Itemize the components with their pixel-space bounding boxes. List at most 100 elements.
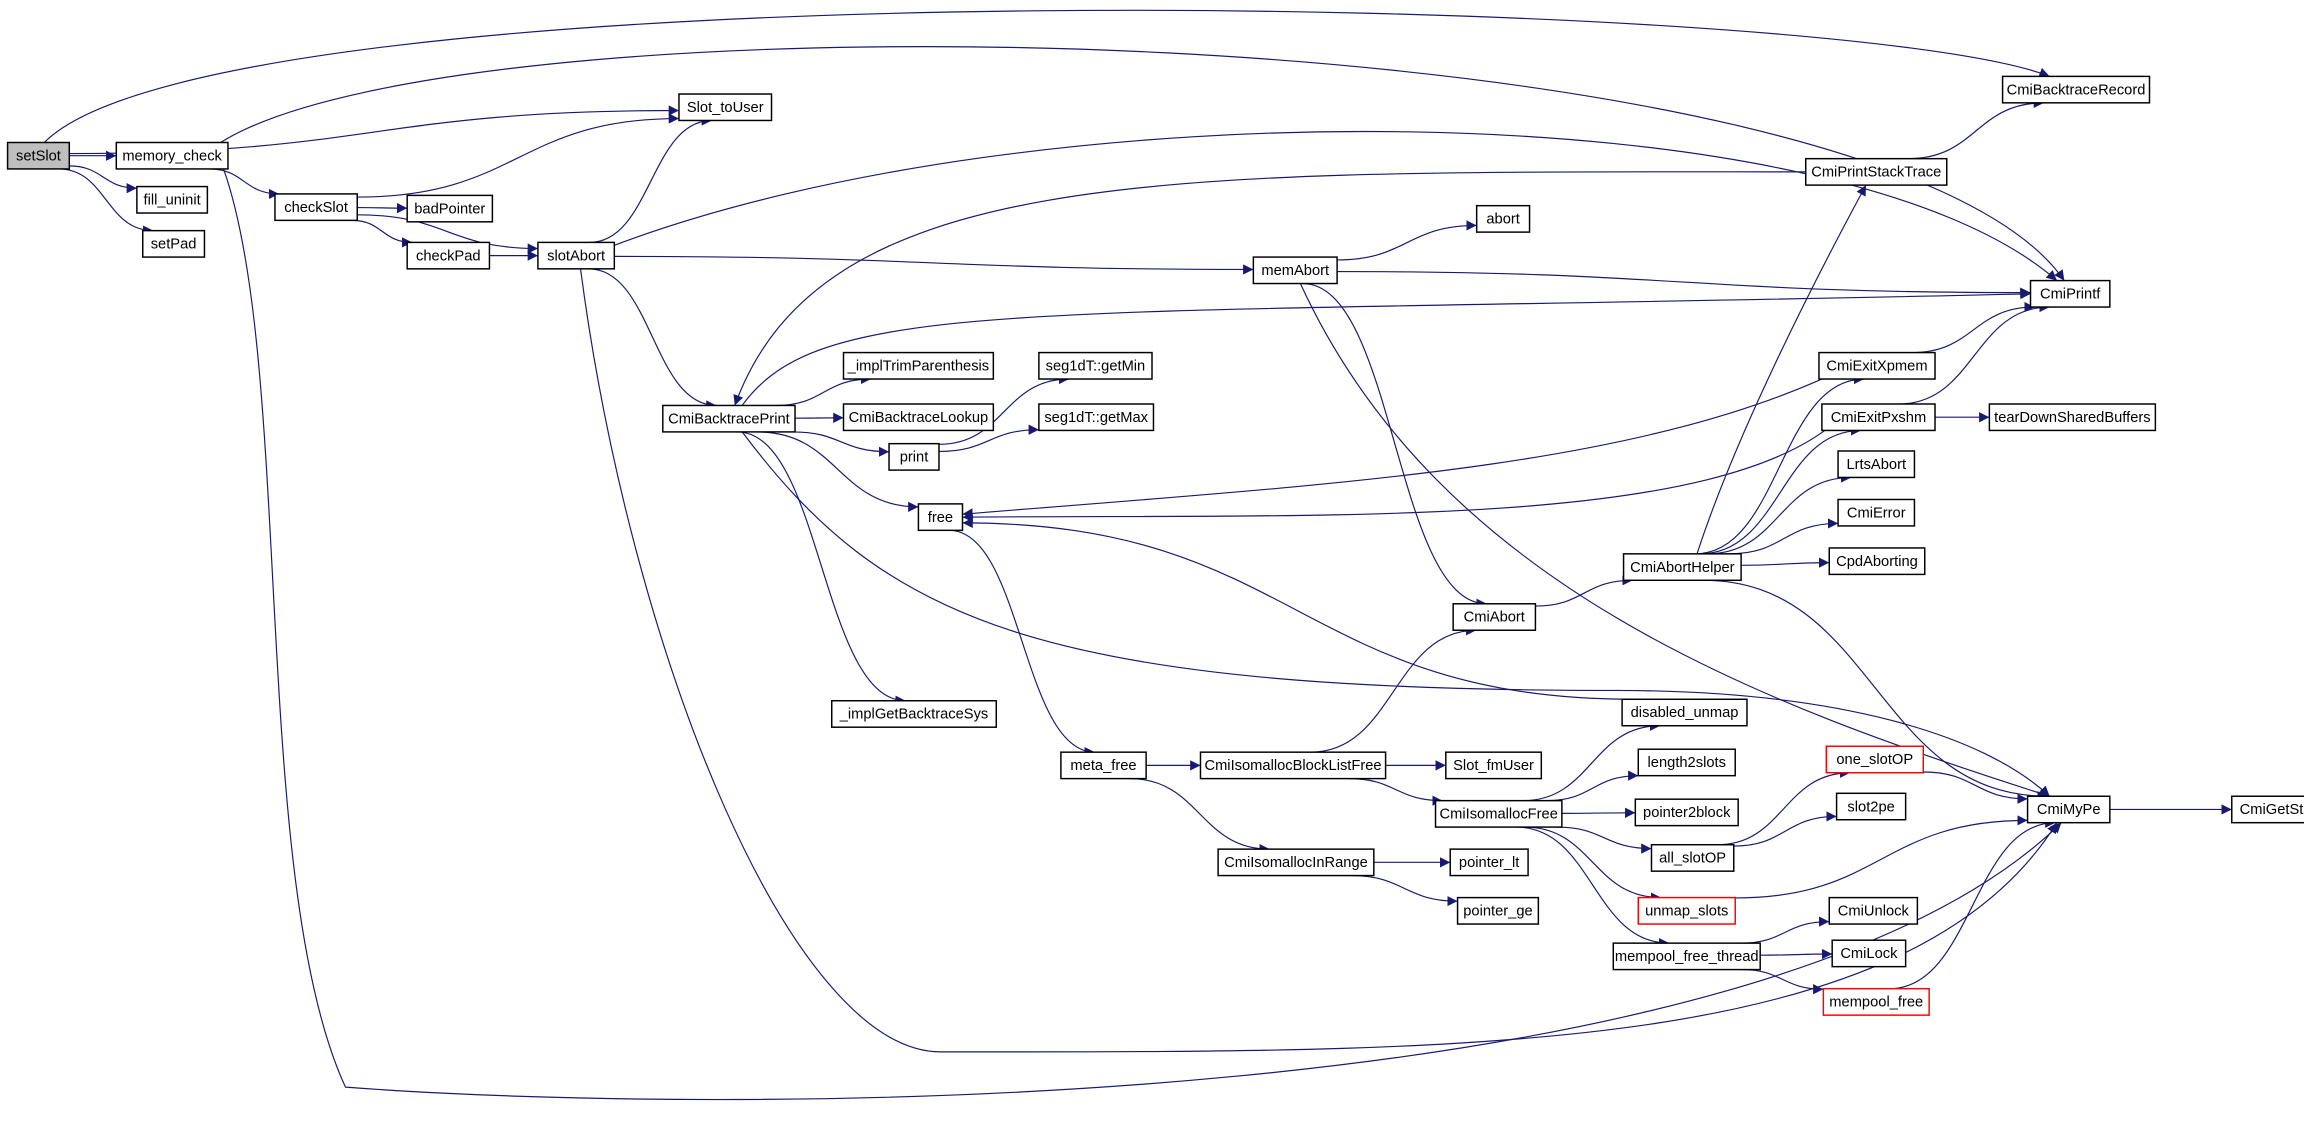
node-Slot-toUser[interactable]: Slot_toUser <box>678 93 773 122</box>
node-CmiBacktraceRecord[interactable]: CmiBacktraceRecord <box>2001 75 2151 104</box>
node-box <box>1831 939 1907 968</box>
node-free[interactable]: free <box>917 503 964 532</box>
node-slot2pe[interactable]: slot2pe <box>1835 792 1907 821</box>
node-CmiGetState[interactable]: CmiGetState <box>2231 795 2304 824</box>
node-all-slotOP[interactable]: all_slotOP <box>1650 843 1735 872</box>
edge-setSlot-to-fill_uninit <box>69 165 137 194</box>
node-label: CpdAborting <box>1836 554 1918 570</box>
edge-disabled_unmap-to-free <box>962 517 1635 700</box>
edge-CmiPrintStackTrace-to-CmiBacktraceRecord <box>1908 97 2044 160</box>
node-CmiBacktraceLookup[interactable]: CmiBacktraceLookup <box>842 403 995 432</box>
node-LrtsAbort[interactable]: LrtsAbort <box>1837 450 1916 479</box>
edge-CmiAbortHelper-to-CmiPrintStackTrace <box>1696 184 1867 555</box>
node-box <box>1650 843 1735 872</box>
edge-mempool_free_thread-to-CmiLock <box>1760 948 1833 960</box>
edge-CmiIsomallocFree-to-all_slotOP <box>1556 826 1652 854</box>
node-label: checkSlot <box>284 200 348 216</box>
node-label: CmiAbort <box>1464 610 1525 626</box>
node-box <box>274 193 358 222</box>
node-abort[interactable]: abort <box>1475 204 1531 233</box>
edge-CmiAbort-to-CmiAbortHelper <box>1535 575 1633 607</box>
edge-mempool_free_thread-to-CmiUnlock <box>1740 916 1830 944</box>
node-label: CmiBacktracePrint <box>668 411 790 427</box>
node-CmiLock[interactable]: CmiLock <box>1831 939 1907 968</box>
node-CmiMyPe[interactable]: CmiMyPe <box>2026 795 2111 824</box>
node-label: setSlot <box>16 148 61 164</box>
node-label: mempool_free_thread <box>1615 949 1759 965</box>
node-Slot-fmUser[interactable]: Slot_fmUser <box>1445 751 1543 780</box>
node-box <box>142 229 206 258</box>
node-box <box>1252 256 1338 285</box>
node-CmiAbortHelper[interactable]: CmiAbortHelper <box>1622 553 1742 582</box>
edge-memAbort-to-CmiPrintf <box>1337 270 2031 298</box>
node-CmiPrintf[interactable]: CmiPrintf <box>2029 279 2111 308</box>
edge-CmiBacktracePrint-to-free <box>757 431 919 512</box>
edge-CmiPrintStackTrace-to-CmiBacktracePrint <box>733 171 1806 406</box>
node-label: pointer_ge <box>1463 904 1532 920</box>
node-meta-free[interactable]: meta_free <box>1060 751 1147 780</box>
node-print[interactable]: print <box>888 442 940 471</box>
node-CmiExitXpmem[interactable]: CmiExitXpmem <box>1818 351 1936 380</box>
node-CmiError[interactable]: CmiError <box>1837 498 1916 527</box>
node-CmiIsomallocFree[interactable]: CmiIsomallocFree <box>1434 799 1563 828</box>
node-box <box>842 351 995 380</box>
node-box <box>1452 603 1537 631</box>
node-box <box>136 185 209 214</box>
node-label: unmap_slots <box>1645 904 1728 920</box>
node-mempool-free[interactable]: mempool_free <box>1822 987 1930 1016</box>
node-memAbort[interactable]: memAbort <box>1252 256 1338 285</box>
node-getMax[interactable]: seg1dT::getMax <box>1038 403 1155 432</box>
node-one-slotOP[interactable]: one_slotOP <box>1825 745 1924 774</box>
node-label: LrtsAbort <box>1846 457 1906 473</box>
node-checkPad[interactable]: checkPad <box>406 241 491 270</box>
node-unmap-slots[interactable]: unmap_slots <box>1637 896 1736 925</box>
node-CmiUnlock[interactable]: CmiUnlock <box>1828 896 1919 925</box>
node-box <box>1612 942 1761 971</box>
node-tearDownSharedBuffers[interactable]: tearDownSharedBuffers <box>1988 403 2157 432</box>
node-memory-check[interactable]: memory_check <box>115 141 229 170</box>
node-label: CmiExitPxshm <box>1831 410 1926 426</box>
node-setPad[interactable]: setPad <box>142 229 206 258</box>
node-label: CmiPrintf <box>2040 287 2101 303</box>
edge-CmiBacktracePrint-to-CmiMyPe <box>741 431 2051 797</box>
node-checkSlot[interactable]: checkSlot <box>274 193 358 222</box>
node-badPointer[interactable]: badPointer <box>406 194 494 223</box>
node-label: CmiBacktraceLookup <box>849 410 989 426</box>
node-disabled-unmap[interactable]: disabled_unmap <box>1621 698 1748 727</box>
node-box <box>1038 351 1153 380</box>
node-CmiPrintStackTrace[interactable]: CmiPrintStackTrace <box>1805 157 1948 186</box>
edge-CmiBacktracePrint-to-CmiPrintf <box>741 288 2031 406</box>
node-fill-uninit[interactable]: fill_uninit <box>136 185 209 214</box>
node-label: print <box>900 450 929 466</box>
node-label: free <box>928 510 953 526</box>
node-CmiIsomallocBlockListFree[interactable]: CmiIsomallocBlockListFree <box>1199 751 1387 780</box>
node--implTrimParenthesis[interactable]: _implTrimParenthesis <box>842 351 995 380</box>
edge-all_slotOP-to-slot2pe <box>1733 811 1837 847</box>
node-CpdAborting[interactable]: CpdAborting <box>1828 547 1926 576</box>
edge-memAbort-to-CmiAbort <box>1302 282 1487 609</box>
node-length2slots[interactable]: length2slots <box>1637 748 1736 777</box>
edge-checkSlot-to-badPointer <box>357 202 408 214</box>
edge-CmiIsomallocBlockListFree-to-CmiIsomallocFree <box>1349 778 1443 806</box>
node-setSlot[interactable]: setSlot <box>6 141 71 170</box>
edge-memory_check-to-CmiMyPe <box>222 168 2062 1101</box>
edge-CmiExitPxshm-to-CmiPrintf <box>1898 301 2050 405</box>
node--implGetBacktraceSys[interactable]: _implGetBacktraceSys <box>831 700 998 728</box>
node-label: length2slots <box>1648 755 1726 771</box>
node-pointer-ge[interactable]: pointer_ge <box>1456 896 1540 925</box>
node-box <box>1837 450 1916 479</box>
node-CmiAbort[interactable]: CmiAbort <box>1452 603 1537 631</box>
node-box <box>1637 748 1736 777</box>
edge-slotAbort-to-CmiBacktracePrint <box>588 268 717 411</box>
node-CmiExitPxshm[interactable]: CmiExitPxshm <box>1821 403 1936 432</box>
node-slotAbort[interactable]: slotAbort <box>537 241 616 270</box>
node-box <box>406 194 494 223</box>
edge-CmiExitXpmem-to-free <box>962 378 1823 519</box>
node-CmiBacktracePrint[interactable]: CmiBacktracePrint <box>662 404 796 433</box>
node-mempool-free-thread[interactable]: mempool_free_thread <box>1612 942 1761 971</box>
node-CmiIsomallocInRange[interactable]: CmiIsomallocInRange <box>1217 848 1375 877</box>
edge-mempool_free_thread-to-mempool_free <box>1741 969 1824 995</box>
node-getMin[interactable]: seg1dT::getMin <box>1038 351 1153 380</box>
node-pointer2block[interactable]: pointer2block <box>1634 798 1739 827</box>
node-pointer-lt[interactable]: pointer_lt <box>1449 848 1529 877</box>
